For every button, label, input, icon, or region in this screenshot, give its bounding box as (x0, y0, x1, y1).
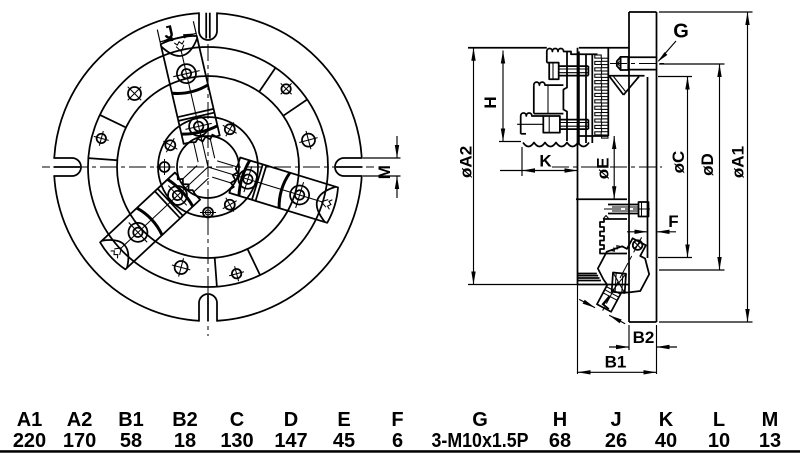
svg-text:B1: B1 (118, 409, 144, 431)
svg-text:13: 13 (759, 430, 781, 452)
svg-text:H: H (481, 96, 500, 108)
svg-text:68: 68 (549, 430, 571, 452)
svg-text:øE: øE (594, 158, 613, 180)
svg-text:10: 10 (708, 430, 730, 452)
svg-text:L: L (713, 409, 725, 431)
svg-text:øA1: øA1 (729, 146, 748, 178)
svg-text:B2: B2 (172, 409, 198, 431)
svg-text:6: 6 (392, 430, 403, 452)
svg-text:B1: B1 (605, 353, 627, 372)
svg-text:M: M (762, 409, 779, 431)
svg-text:A1: A1 (17, 409, 43, 431)
svg-text:øC: øC (669, 151, 688, 174)
svg-text:G: G (472, 409, 488, 431)
svg-text:58: 58 (120, 430, 142, 452)
svg-text:H: H (553, 409, 567, 431)
svg-text:147: 147 (274, 430, 307, 452)
svg-text:F: F (668, 212, 678, 231)
svg-text:J: J (610, 409, 621, 431)
svg-text:J: J (162, 21, 176, 43)
svg-text:D: D (284, 409, 298, 431)
svg-text:A2: A2 (67, 409, 93, 431)
svg-text:M: M (375, 165, 394, 179)
svg-text:K: K (659, 409, 674, 431)
svg-text:øD: øD (698, 153, 717, 176)
svg-text:170: 170 (63, 430, 96, 452)
svg-text:40: 40 (655, 430, 677, 452)
svg-text:F: F (391, 409, 403, 431)
svg-text:E: E (337, 409, 350, 431)
svg-text:26: 26 (605, 430, 627, 452)
svg-text:45: 45 (333, 430, 355, 452)
svg-text:130: 130 (220, 430, 253, 452)
svg-text:K: K (539, 152, 552, 171)
svg-text:C: C (230, 409, 244, 431)
svg-text:220: 220 (13, 430, 46, 452)
svg-text:18: 18 (174, 430, 196, 452)
svg-text:øA2: øA2 (456, 146, 475, 178)
svg-text:B2: B2 (633, 328, 655, 347)
svg-text:G: G (673, 21, 689, 43)
svg-text:3-M10x1.5P: 3-M10x1.5P (432, 430, 529, 452)
